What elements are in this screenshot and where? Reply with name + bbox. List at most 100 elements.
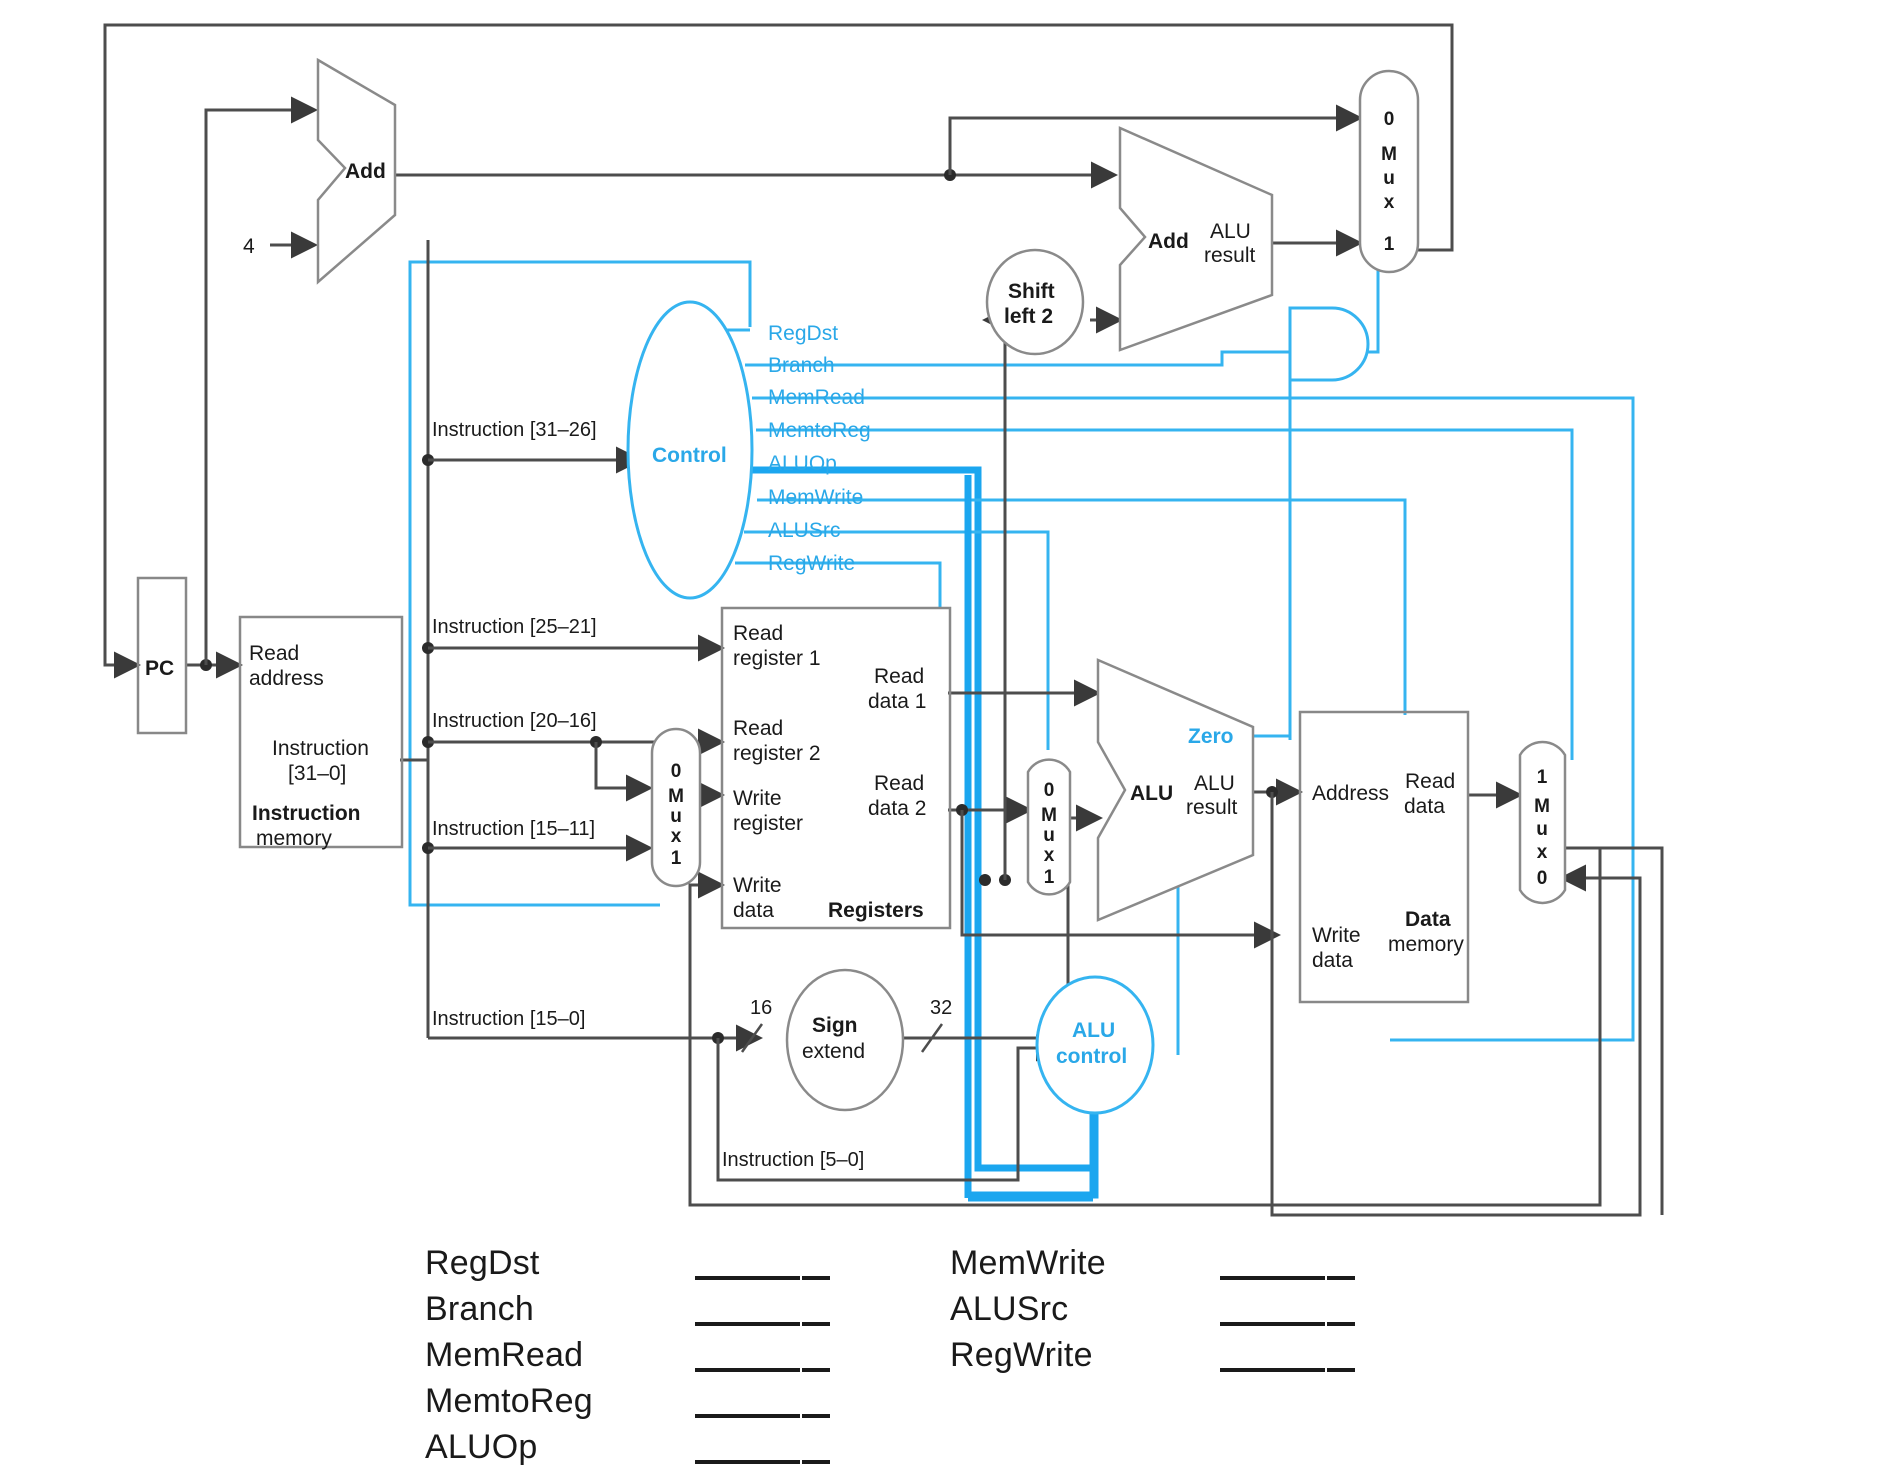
dm-name-line1: Data (1405, 908, 1451, 931)
reg-dst-mux-bottom: 1 (671, 848, 682, 869)
dm-name-line2: memory (1388, 933, 1464, 956)
signal-label-regdst: RegDst (768, 322, 838, 345)
answer-key-area: RegDst Branch MemRead MemtoReg ALUOp (0, 1240, 1902, 1480)
reg-read-data-1-line1: Read (874, 665, 924, 688)
bus-labels: Instruction [31–26] Instruction [25–21] … (432, 419, 952, 1171)
answer-blank-regwrite[interactable] (1220, 1338, 1355, 1372)
shift-left-line1: Shift (1008, 280, 1055, 303)
alu-result-line1: ALU (1194, 772, 1235, 795)
pc-mux-m: M (1381, 144, 1397, 165)
answer-label-memtoreg: MemtoReg (425, 1381, 593, 1420)
reg-dst-mux-top: 0 (671, 761, 682, 782)
reg-write-data-line2: data (733, 899, 774, 922)
dm-write-data-line2: data (1312, 949, 1353, 972)
pc-register: PC (136, 576, 188, 735)
mem-to-reg-mux: 1 M u x 0 (1518, 740, 1567, 905)
answer-row: MemtoReg (425, 1378, 830, 1424)
dm-read-data-line1: Read (1405, 770, 1455, 793)
signal-label-memread: MemRead (768, 386, 865, 409)
alu-control-block: ALU control (1035, 975, 1155, 1115)
answer-label-regwrite: RegWrite (950, 1335, 1093, 1374)
instruction-memory-block: Read address Instruction [31–0] Instruct… (238, 615, 404, 850)
branch-add-result-line1: ALU (1210, 220, 1251, 243)
reg-read-register-1-line1: Read (733, 622, 783, 645)
constant-four-label: 4 (243, 235, 255, 258)
reg-read-register-2-line1: Read (733, 717, 783, 740)
reg-write-data-line1: Write (733, 874, 782, 897)
answer-blank-regdst[interactable] (695, 1246, 830, 1280)
add-pc-label: Add (345, 160, 386, 183)
answer-row: RegWrite (950, 1332, 1355, 1378)
reg-read-data-2-line2: data 2 (868, 797, 926, 820)
branch-add-label: Add (1148, 230, 1189, 253)
answer-column-left: RegDst Branch MemRead MemtoReg ALUOp (425, 1240, 830, 1470)
bus-label-instr-5-0: Instruction [5–0] (722, 1149, 864, 1171)
signal-label-memwrite: MemWrite (768, 486, 863, 509)
im-instruction-line1: Instruction (272, 737, 369, 760)
memtoreg-mux-top: 1 (1537, 767, 1548, 788)
answer-row: ALUOp (425, 1424, 830, 1470)
signal-label-memtoreg: MemtoReg (768, 419, 871, 442)
bus-label-instr-25-21: Instruction [25–21] (432, 616, 597, 638)
answer-blank-memwrite[interactable] (1220, 1246, 1355, 1280)
alu-src-mux-m: M (1041, 805, 1057, 826)
dm-write-data-line1: Write (1312, 924, 1361, 947)
pc-mux-top: 0 (1384, 109, 1395, 130)
alu-name: ALU (1130, 782, 1173, 805)
signal-label-aluop: ALUOp (768, 452, 837, 475)
bus-label-instr-20-16: Instruction [20–16] (432, 710, 597, 732)
answer-label-branch: Branch (425, 1289, 534, 1328)
alu-src-mux: 0 M u x 1 (1026, 758, 1072, 896)
reg-dst-mux: 0 M u x 1 (650, 727, 702, 888)
control-wires (408, 250, 1635, 1202)
answer-blank-branch[interactable] (695, 1292, 830, 1326)
answer-label-alusrc: ALUSrc (950, 1289, 1069, 1328)
shift-left-2-block: Shift left 2 (985, 248, 1085, 356)
answer-blank-memread[interactable] (695, 1338, 830, 1372)
bus-label-width-32: 32 (930, 997, 952, 1019)
sign-extend-line1: Sign (812, 1014, 858, 1037)
dm-read-data-line2: data (1404, 795, 1445, 818)
answer-row: ALUSrc (950, 1286, 1355, 1332)
alu-control-line1: ALU (1072, 1019, 1115, 1042)
alu-src-mux-x: x (1044, 845, 1055, 866)
control-signal-labels: RegDst Branch MemRead MemtoReg ALUOp Mem… (768, 322, 871, 575)
add-pc-block: Add (316, 57, 397, 285)
reg-read-register-1-line2: register 1 (733, 647, 821, 670)
data-wires (103, 23, 1664, 1217)
pc-source-mux: 0 M u x 1 (1358, 69, 1420, 274)
alu-block: ALU Zero ALU result (1096, 658, 1255, 922)
reg-read-data-1-line2: data 1 (868, 690, 926, 713)
answer-row: Branch (425, 1286, 830, 1332)
im-name-line2: memory (256, 827, 332, 850)
registers-block: Read register 1 Read register 2 Write re… (720, 606, 952, 930)
answer-blank-aluop[interactable] (695, 1430, 830, 1464)
reg-read-data-2-line1: Read (874, 772, 924, 795)
reg-dst-mux-m: M (668, 786, 684, 807)
answer-label-aluop: ALUOp (425, 1427, 538, 1466)
bus-label-instr-31-26: Instruction [31–26] (432, 419, 597, 441)
data-memory-block: Address Read data Write data Data memory (1298, 710, 1470, 1004)
answer-blank-memtoreg[interactable] (695, 1384, 830, 1418)
sign-extend-line2: extend (802, 1040, 865, 1063)
alu-result-line2: result (1186, 796, 1238, 819)
answer-blank-alusrc[interactable] (1220, 1292, 1355, 1326)
reg-read-register-2-line2: register 2 (733, 742, 821, 765)
reg-dst-mux-x: x (671, 826, 682, 847)
im-read-address-line1: Read (249, 642, 299, 665)
control-label: Control (652, 444, 727, 467)
and-gate (1288, 306, 1370, 382)
answer-row: RegDst (425, 1240, 830, 1286)
signal-label-alusrc: ALUSrc (768, 519, 840, 542)
branch-add-result-line2: result (1204, 244, 1256, 267)
sign-extend-block: Sign extend (785, 968, 905, 1112)
control-unit-block: Control (626, 300, 754, 600)
reg-write-register-line1: Write (733, 787, 782, 810)
bus-label-instr-15-11: Instruction [15–11] (432, 818, 595, 840)
alu-src-mux-u: u (1043, 825, 1055, 846)
pc-mux-x: x (1384, 192, 1395, 213)
bus-label-width-16: 16 (750, 997, 772, 1019)
reg-dst-mux-u: u (670, 806, 682, 827)
